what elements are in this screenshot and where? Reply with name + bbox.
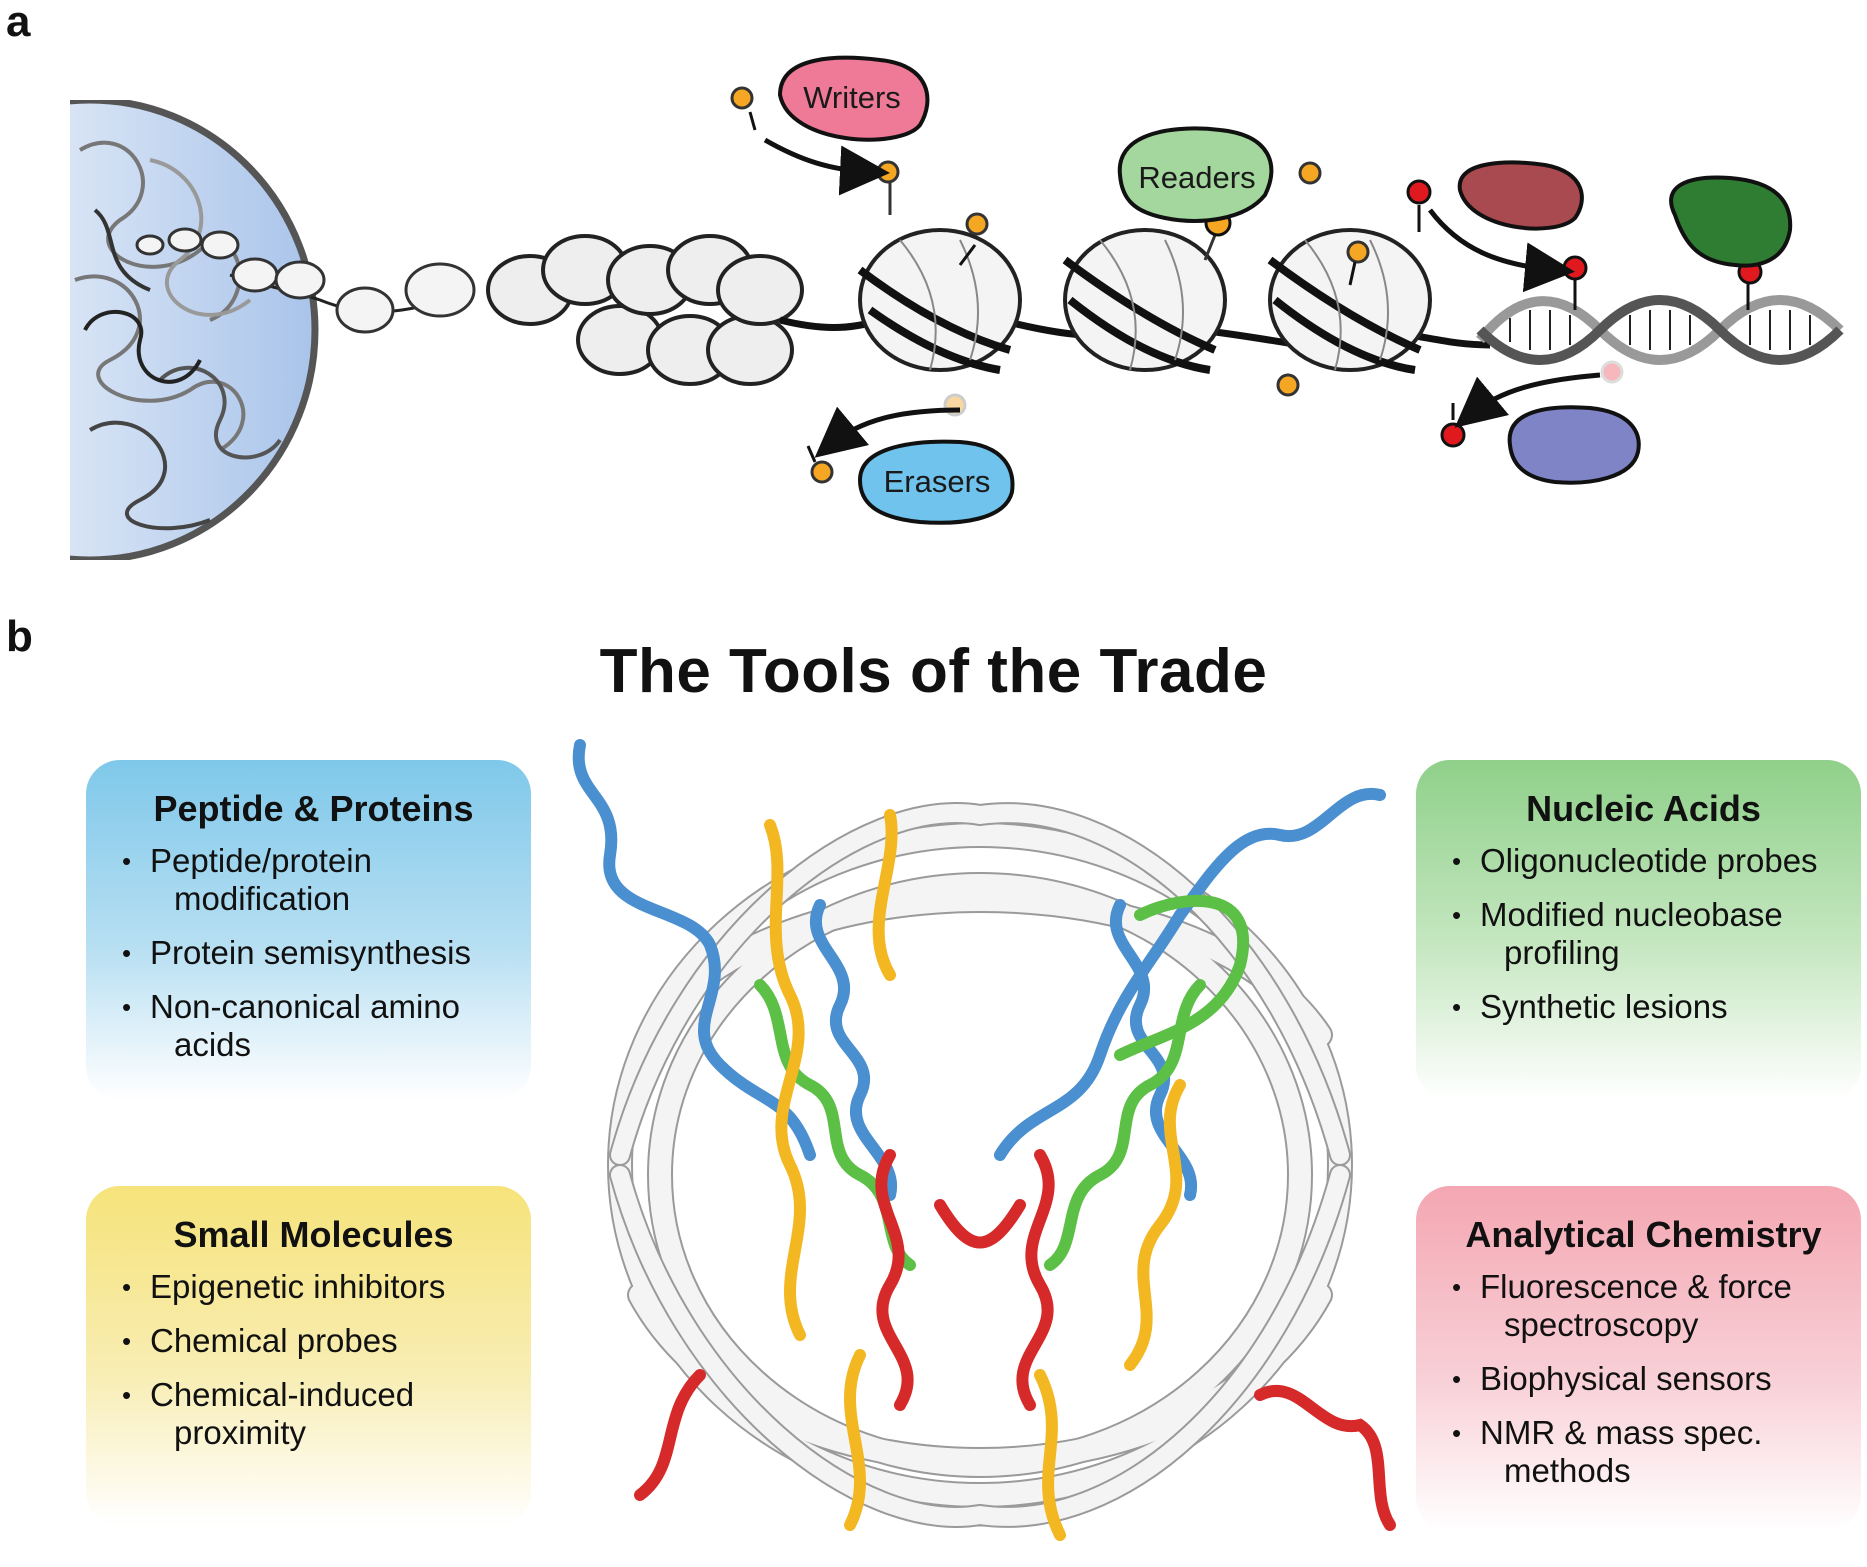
small-molecules-box: Small Molecules Epigenetic inhibitors Ch…	[86, 1186, 531, 1526]
box-title: Small Molecules	[173, 1214, 454, 1255]
nucleic-acids-box: Nucleic Acids Oligonucleotide probes Mod…	[1416, 760, 1861, 1100]
box-title: Nucleic Acids	[1526, 788, 1761, 829]
histone-helices	[572, 739, 1396, 1541]
dna-ribbons	[607, 802, 1353, 1528]
panel-a-letter: a	[6, 0, 31, 46]
readers-bubble: Readers	[1117, 126, 1274, 223]
readers-label: Readers	[1138, 160, 1255, 195]
list-item: Synthetic lesions	[1452, 988, 1835, 1026]
nucleosome-1	[857, 228, 1022, 374]
list-item: Chemical probes	[122, 1322, 505, 1360]
erasers-bubble: Erasers	[857, 439, 1015, 525]
page-title: The Tools of the Trade	[599, 637, 1268, 706]
list-item: Oligonucleotide probes	[1452, 842, 1835, 880]
nucleosome-structure	[572, 739, 1396, 1541]
dna-reader-blob	[1669, 175, 1793, 268]
list-item: NMR & mass spec.methods	[1452, 1414, 1835, 1490]
panel-b-letter: b	[6, 612, 33, 661]
analytical-chemistry-box: Analytical Chemistry Fluorescence & forc…	[1416, 1186, 1861, 1531]
list-item: Epigenetic inhibitors	[122, 1268, 505, 1306]
small-nucleosomes	[135, 227, 476, 334]
writers-bubble: Writers	[777, 55, 930, 142]
box-title: Analytical Chemistry	[1465, 1214, 1822, 1255]
writers-label: Writers	[803, 80, 901, 115]
nucleus	[70, 100, 319, 560]
list-item: Biophysical sensors	[1452, 1360, 1835, 1398]
peptides-box: Peptide & Proteins Peptide/proteinmodifi…	[86, 760, 531, 1100]
box-title: Peptide & Proteins	[153, 788, 474, 829]
chromatin-diagram: Writers Readers Erasers	[70, 55, 1844, 560]
dna-writer-blob	[1457, 160, 1584, 231]
nucleosome-2	[1062, 228, 1227, 374]
condensed-fiber	[486, 234, 804, 386]
dna-helix	[1476, 295, 1844, 365]
list-item: Protein semisynthesis	[122, 934, 505, 972]
arrows	[763, 137, 1601, 458]
dna-eraser-blob	[1507, 405, 1641, 485]
nucleosome-3	[1267, 228, 1432, 374]
erasers-label: Erasers	[884, 464, 991, 499]
